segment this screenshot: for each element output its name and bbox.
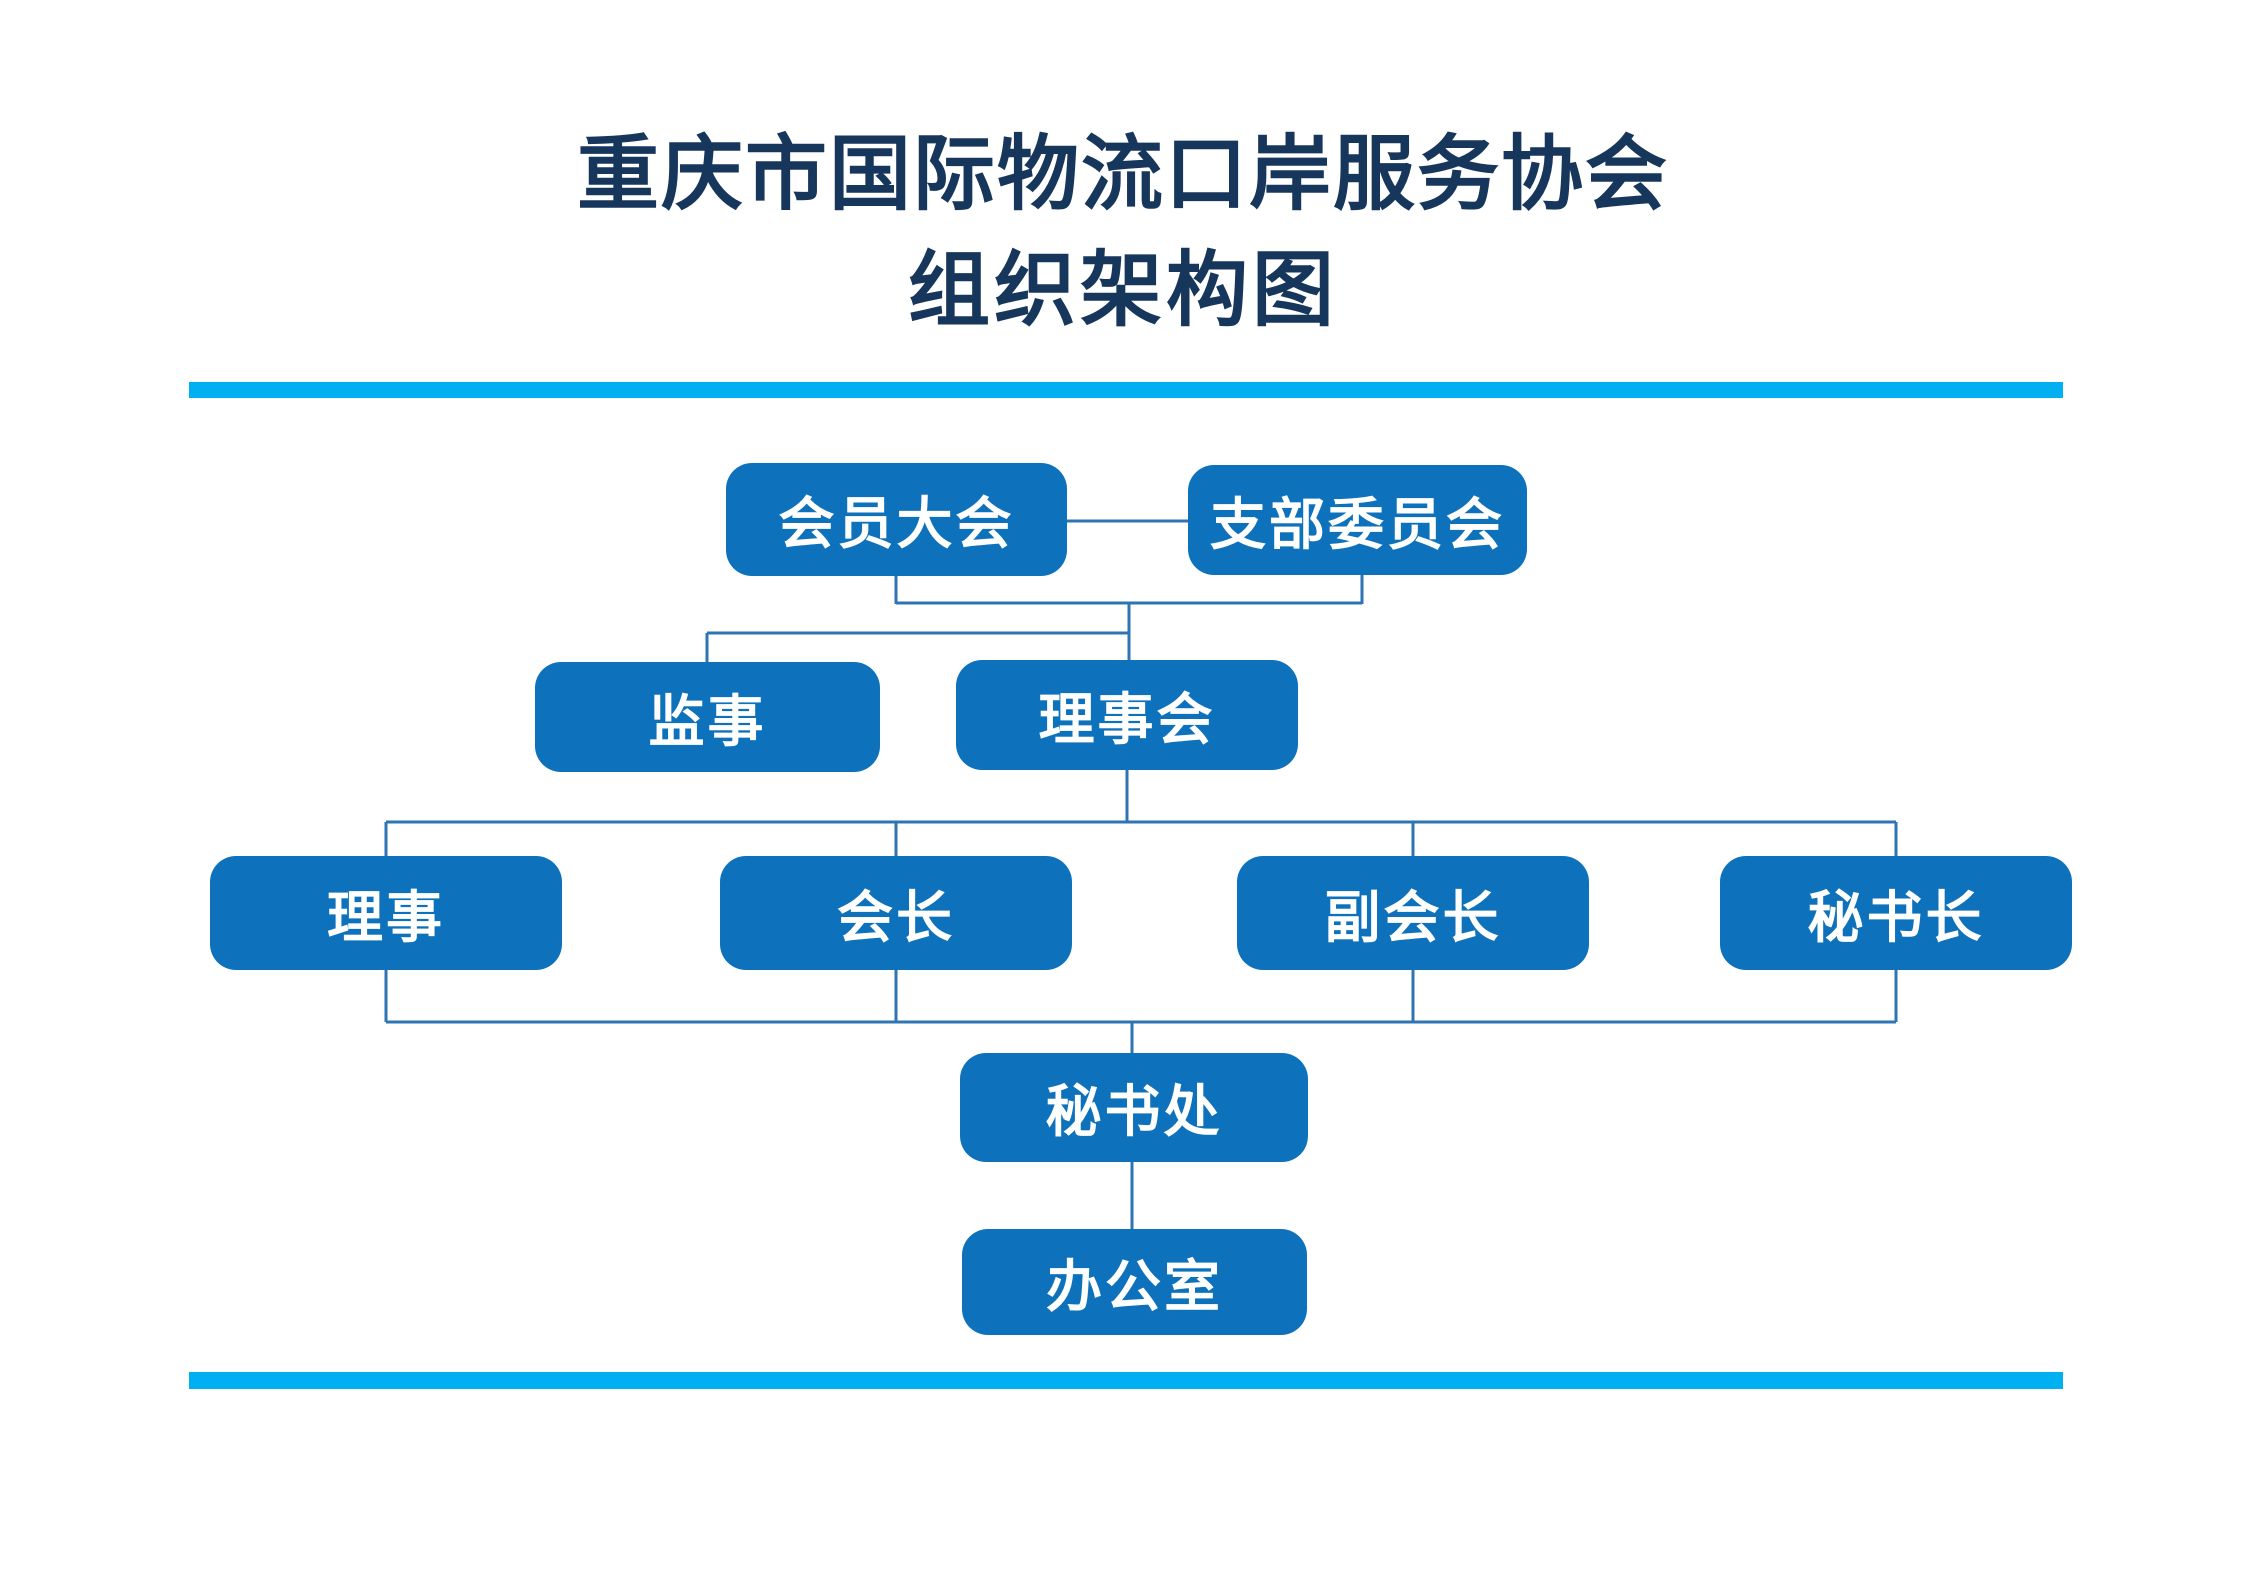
org-node-council: 理事会 xyxy=(956,660,1298,770)
org-node-president: 会长 xyxy=(720,856,1072,970)
page-title-line1: 重庆市国际物流口岸服务协会 xyxy=(576,127,1669,222)
org-node-office: 办公室 xyxy=(962,1229,1307,1335)
org-node-secretary-general: 秘书长 xyxy=(1720,856,2072,970)
org-node-secretariat: 秘书处 xyxy=(960,1053,1308,1162)
page-title: 重庆市国际物流口岸服务协会 组织架构图 xyxy=(0,120,2246,346)
org-node-member-congress: 会员大会 xyxy=(726,463,1067,576)
org-node-branch-committee: 支部委员会 xyxy=(1188,465,1527,575)
org-node-director: 理事 xyxy=(210,856,562,970)
org-node-supervisor: 监事 xyxy=(535,662,880,772)
page-title-line2: 组织架构图 xyxy=(907,243,1338,338)
org-node-vice-president: 副会长 xyxy=(1237,856,1589,970)
top-divider-bar xyxy=(189,382,2063,398)
bottom-divider-bar xyxy=(189,1372,2063,1389)
